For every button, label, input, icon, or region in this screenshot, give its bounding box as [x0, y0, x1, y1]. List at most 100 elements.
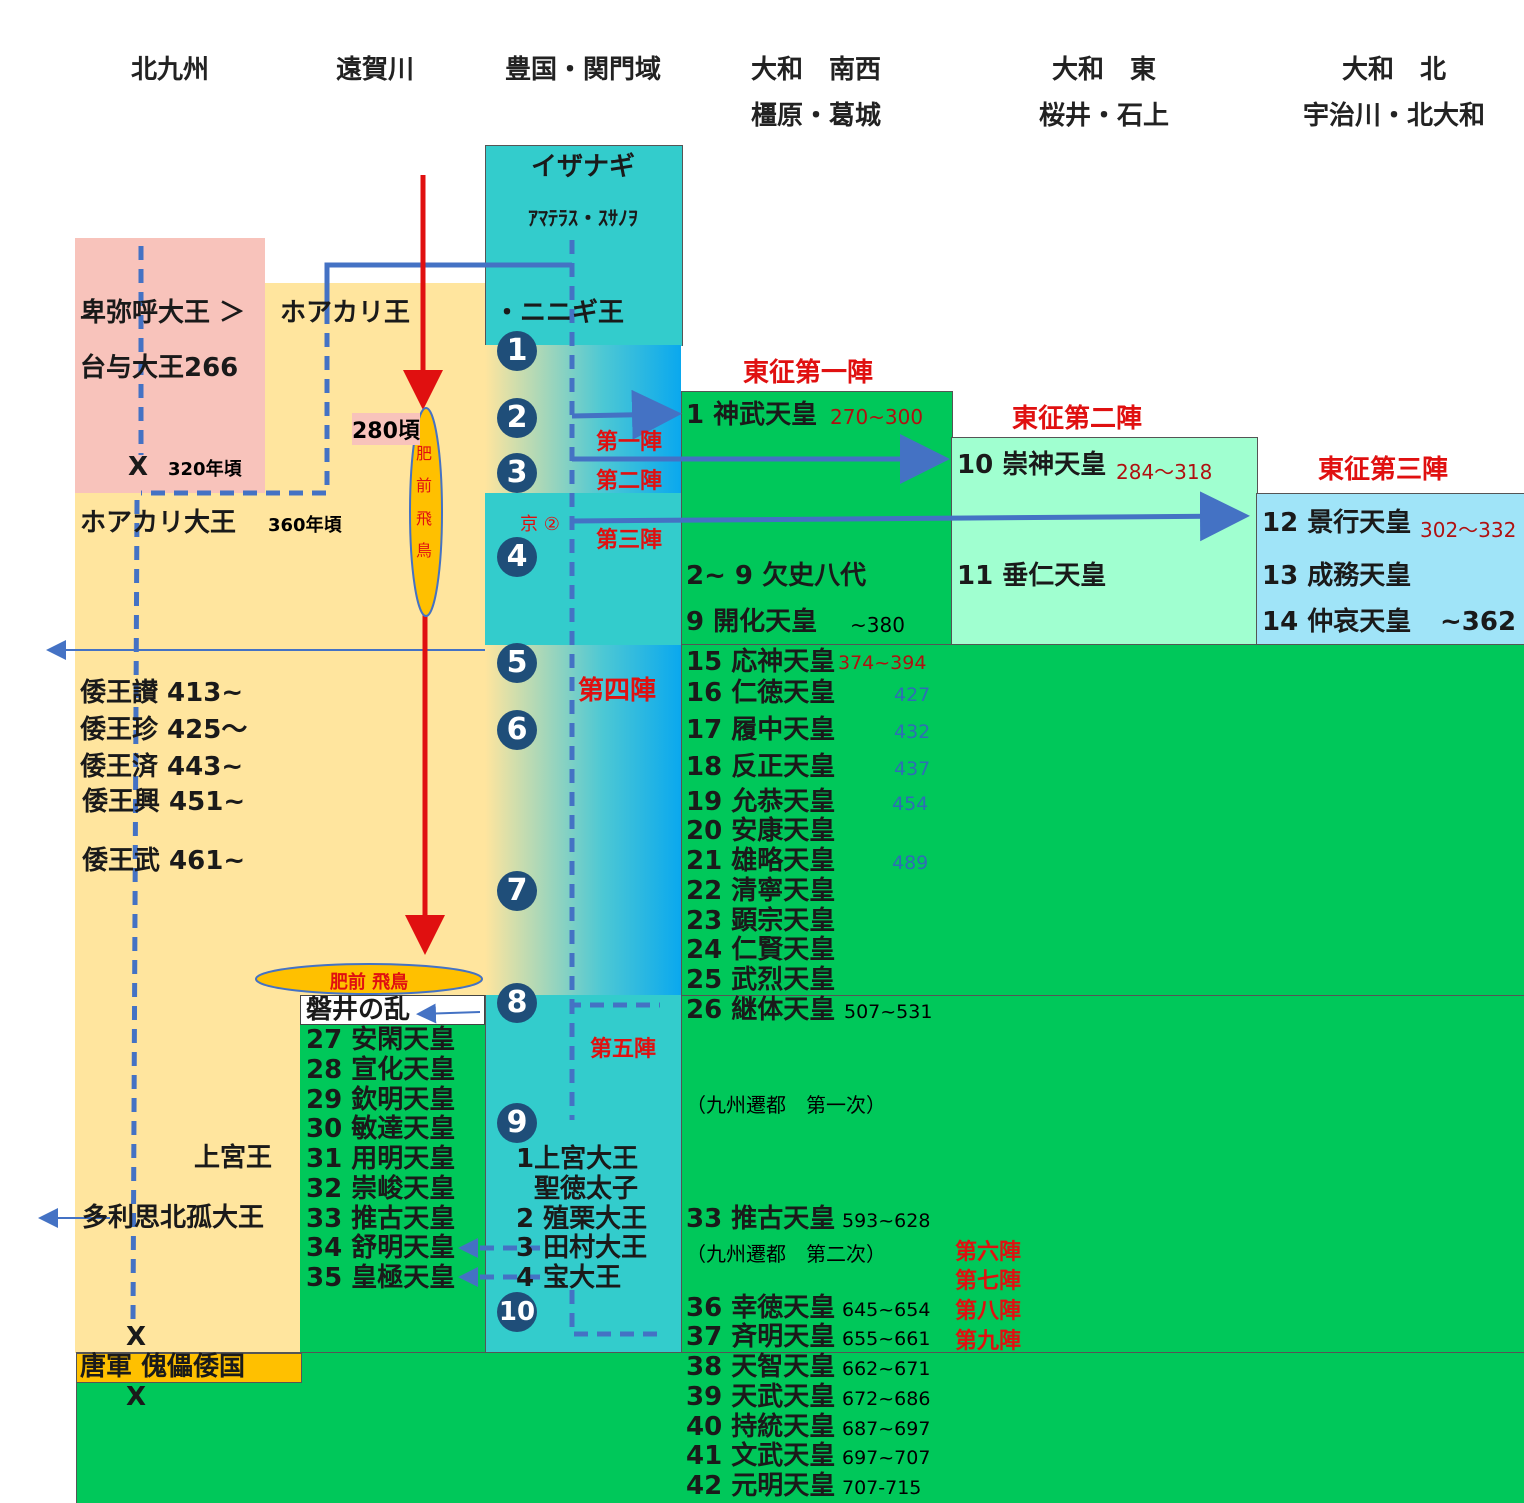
year-360-label: 360年頃: [268, 515, 342, 536]
hizen-char-1: 肥: [416, 444, 433, 463]
campaign-first: 東征第一陣: [743, 358, 874, 388]
hizen-char-4: 鳥: [416, 541, 433, 560]
year-39: 672~686: [842, 1388, 931, 1410]
emperor-21: 21 雄略天皇: [686, 846, 836, 876]
yamato-main-region: [681, 645, 1524, 1503]
header-yamato-e-2: 桜井・石上: [1038, 101, 1169, 131]
ojin-years: 374~394: [838, 652, 927, 674]
year-16: 427: [894, 684, 931, 706]
emperor-25: 25 武烈天皇: [686, 965, 836, 995]
suinin-label: 11 垂仁天皇: [957, 561, 1107, 591]
emperor-41: 41 文武天皇: [686, 1441, 836, 1471]
jin-5: 第五陣: [590, 1037, 657, 1062]
onga-emperor-31: 31 用明天皇: [306, 1144, 456, 1174]
hoakari-label: ホアカリ王: [280, 298, 411, 328]
circle-4: 4: [497, 537, 537, 577]
divider: [76, 1352, 1524, 1353]
keitai-years: 507~531: [844, 1001, 933, 1023]
header-yamato-sw-2: 橿原・葛城: [750, 101, 881, 131]
chuai-label: 14 仲哀天皇: [1262, 607, 1412, 637]
jin-2: 第二陣: [596, 469, 663, 494]
onga-emperor-27: 27 安閑天皇: [306, 1025, 456, 1055]
toyo-king-4: 4 宝大王: [516, 1263, 622, 1293]
jin-4: 第四陣: [578, 676, 657, 706]
tarishi-label: 多利思北孤大王: [82, 1203, 265, 1233]
onga-emperor-30: 30 敏達天皇: [306, 1114, 456, 1144]
emperor-23: 23 顕宗天皇: [686, 906, 836, 936]
circle-1: 1: [497, 331, 537, 371]
header-toyo: 豊国・関門域: [504, 55, 661, 85]
emperor-19: 19 允恭天皇: [686, 787, 836, 817]
jimmu-years: 270~300: [830, 405, 924, 429]
divider: [681, 995, 1524, 996]
onga-emperor-34: 34 舒明天皇: [306, 1233, 456, 1263]
onga-emperor-33: 33 推古天皇: [306, 1204, 456, 1234]
iwai-box: [300, 995, 485, 1025]
year-19: 454: [892, 793, 929, 815]
x-mark-bottom: X: [126, 1382, 147, 1412]
jogu-label: 上宮王: [194, 1143, 273, 1173]
x-mark-320: X: [128, 452, 149, 482]
amaterasu-label: ｱﾏﾃﾗｽ・ｽｻﾉｦ: [528, 206, 638, 230]
sento-first: （九州遷都 第一次）: [686, 1093, 886, 1117]
header-onga: 遠賀川: [335, 55, 414, 85]
suiko-years: 593~628: [842, 1210, 931, 1232]
tang-box: [76, 1353, 302, 1383]
emperor-40: 40 持統天皇: [686, 1412, 836, 1442]
toyo-queen-label: 台与大王266: [80, 353, 239, 383]
year-17: 432: [894, 721, 931, 743]
wa-king-4: 倭王興 451~: [82, 787, 246, 817]
header-yamato-n-1: 大和 北: [1341, 55, 1446, 85]
header-yamato-n-2: 宇治川・北大和: [1302, 101, 1485, 131]
onga-green-region: [300, 995, 485, 1353]
circle-9: 9: [497, 1103, 537, 1143]
suiko-label: 33 推古天皇: [686, 1204, 836, 1234]
jimmu-label: 1 神武天皇: [686, 400, 818, 430]
hizen-asuka-label: 肥前 飛鳥: [329, 972, 409, 993]
kitakyushu-pink-region: [75, 238, 265, 493]
year-36: 645~654: [842, 1299, 931, 1321]
header-kitakyushu: 北九州: [130, 55, 209, 85]
onga-emperor-35: 35 皇極天皇: [306, 1263, 456, 1293]
emperor-39: 39 天武天皇: [686, 1382, 836, 1412]
toyo-region-top: [485, 145, 683, 346]
year-42: 707-715: [842, 1477, 922, 1499]
header-yamato-sw-1: 大和 南西: [750, 55, 881, 85]
emperor-37: 37 斉明天皇: [686, 1322, 836, 1352]
jin-9: 第九陣: [955, 1329, 1022, 1354]
keitai-label: 26 継体天皇: [686, 995, 836, 1025]
year-21: 489: [892, 852, 929, 874]
jin-6: 第六陣: [955, 1240, 1022, 1265]
jogu-great-label: 1上宮大王: [516, 1144, 639, 1174]
onga-emperor-29: 29 欽明天皇: [306, 1085, 456, 1115]
campaign-second: 東征第二陣: [1012, 404, 1143, 434]
year-18: 437: [894, 758, 931, 780]
himiko-label: 卑弥呼大王 ＞: [80, 298, 246, 328]
kyo-label: 京 ②: [520, 514, 560, 535]
campaign-third: 東征第三陣: [1318, 455, 1449, 485]
wa-king-5: 倭王武 461~: [82, 846, 246, 876]
hoakari-great-label: ホアカリ大王: [80, 508, 237, 538]
tang-label: 唐軍 傀儡倭国: [80, 1352, 246, 1382]
jin-3: 第三陣: [596, 528, 663, 553]
shotoku-label: 聖徳太子: [534, 1174, 639, 1204]
wa-king-1: 倭王讃 413~: [80, 678, 244, 708]
sujin-label: 10 崇神天皇: [957, 450, 1107, 480]
keiko-label: 12 景行天皇: [1262, 508, 1412, 538]
emperor-42: 42 元明天皇: [686, 1471, 836, 1501]
onga-emperor-28: 28 宣化天皇: [306, 1055, 456, 1085]
jin-7: 第七陣: [955, 1269, 1022, 1294]
sujin-years: 284～318: [1116, 460, 1213, 484]
kesshi-label: 2~ 9 欠史八代: [686, 561, 867, 591]
izanagi-label: イザナギ: [530, 152, 635, 182]
kaika-label: 9 開化天皇: [686, 607, 818, 637]
emperor-18: 18 反正天皇: [686, 752, 836, 782]
circle-5: 5: [497, 643, 537, 683]
chuai-years: ~362: [1440, 607, 1517, 637]
circle-7: 7: [497, 871, 537, 911]
onga-emperor-32: 32 崇峻天皇: [306, 1174, 456, 1204]
circle-2: 2: [497, 398, 537, 438]
toyo-king-2: 2 殖栗大王: [516, 1204, 648, 1234]
